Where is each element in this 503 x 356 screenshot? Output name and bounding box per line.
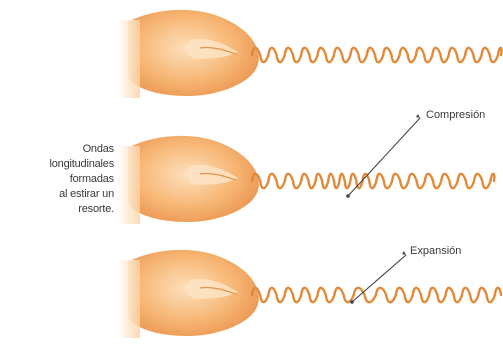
spring-bottom [252,288,501,302]
compression-label: Compresión [426,109,485,121]
expansion-label: Expansión [410,245,461,257]
caption-line-4: al estirar un [2,187,114,202]
spring-middle [252,174,494,188]
hand-top [118,10,259,98]
expansion-pointer [350,251,406,304]
caption-line-2: longitudinales [2,157,114,172]
diagram-caption: Ondas longitudinales formadas al estirar… [2,142,114,217]
caption-line-1: Ondas [2,142,114,157]
spring-top [252,48,502,62]
compression-pointer [346,114,420,198]
hand-bottom [118,250,259,338]
caption-line-3: formadas [2,172,114,187]
caption-line-5: resorte. [2,202,114,217]
hand-middle [118,136,259,224]
